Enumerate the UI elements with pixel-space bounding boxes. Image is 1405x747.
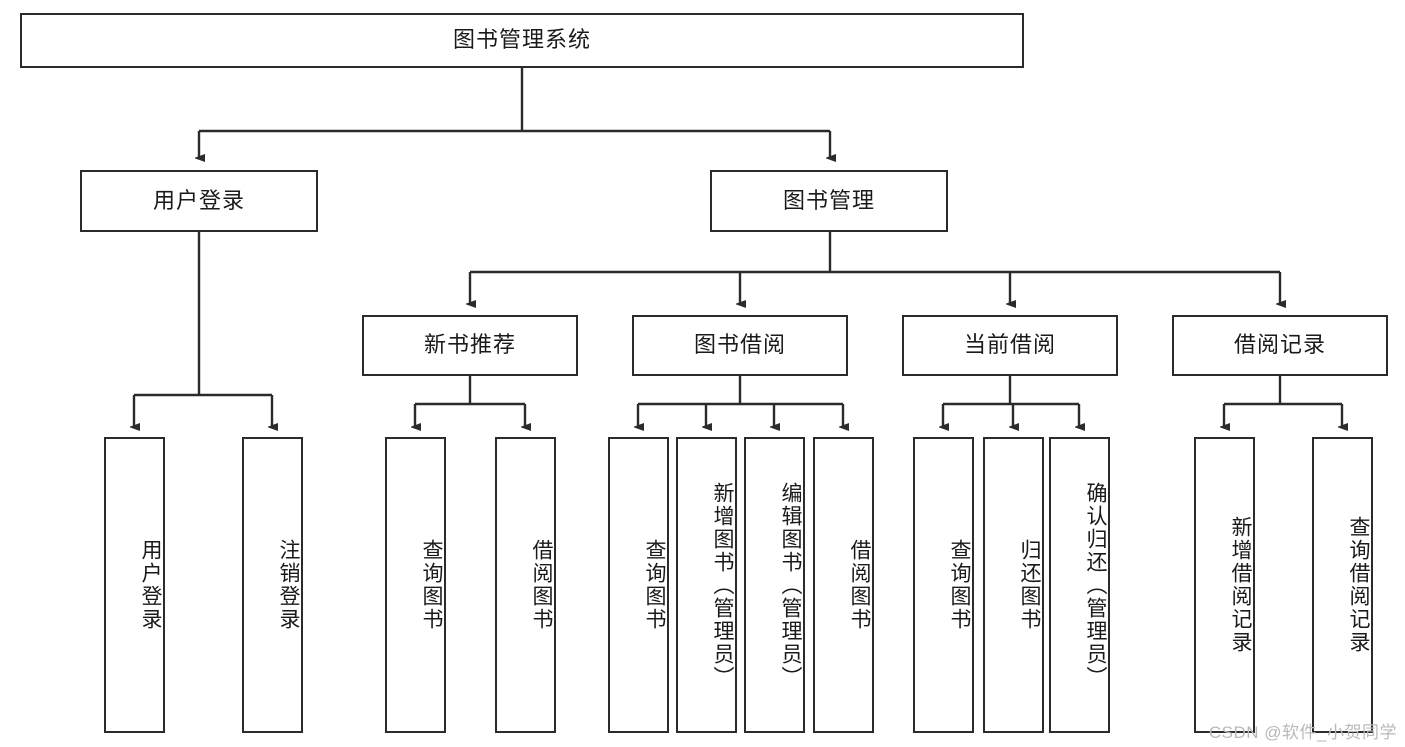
node-user-login[interactable]: 用户登录 bbox=[80, 170, 318, 232]
node-label: 确认归还（管理员） bbox=[1084, 481, 1107, 689]
node-label: 新增借阅记录 bbox=[1229, 516, 1252, 654]
node-leaf-borrow-book-2[interactable]: 借阅图书 bbox=[813, 437, 874, 733]
node-label: 图书管理 bbox=[782, 187, 875, 213]
node-label: 用户登录 bbox=[139, 539, 162, 631]
node-root-system[interactable]: 图书管理系统 bbox=[20, 13, 1024, 68]
node-label: 归还图书 bbox=[1018, 539, 1041, 631]
node-label: 注销登录 bbox=[277, 539, 300, 631]
node-label: 新增图书（管理员） bbox=[711, 481, 734, 689]
node-leaf-user-login[interactable]: 用户登录 bbox=[104, 437, 165, 733]
node-label: 新书推荐 bbox=[423, 332, 516, 358]
node-leaf-add-record[interactable]: 新增借阅记录 bbox=[1194, 437, 1255, 733]
node-leaf-return-book[interactable]: 归还图书 bbox=[983, 437, 1044, 733]
node-label: 图书管理系统 bbox=[452, 27, 591, 53]
node-label: 借阅图书 bbox=[530, 539, 553, 631]
node-label: 编辑图书（管理员） bbox=[779, 481, 802, 689]
node-label: 查询图书 bbox=[420, 539, 443, 631]
node-book-management[interactable]: 图书管理 bbox=[710, 170, 948, 232]
node-label: 查询借阅记录 bbox=[1347, 516, 1370, 654]
node-leaf-query-record[interactable]: 查询借阅记录 bbox=[1312, 437, 1373, 733]
node-leaf-query-book-3[interactable]: 查询图书 bbox=[913, 437, 974, 733]
node-book-borrow[interactable]: 图书借阅 bbox=[632, 315, 848, 376]
node-new-book-recommend[interactable]: 新书推荐 bbox=[362, 315, 578, 376]
node-leaf-query-book-2[interactable]: 查询图书 bbox=[608, 437, 669, 733]
node-label: 当前借阅 bbox=[963, 332, 1056, 358]
node-leaf-add-book[interactable]: 新增图书（管理员） bbox=[676, 437, 737, 733]
node-label: 用户登录 bbox=[152, 187, 245, 213]
node-leaf-user-logout[interactable]: 注销登录 bbox=[242, 437, 303, 733]
node-label: 借阅记录 bbox=[1233, 332, 1326, 358]
node-label: 借阅图书 bbox=[848, 539, 871, 631]
node-leaf-query-book-1[interactable]: 查询图书 bbox=[385, 437, 446, 733]
node-label: 图书借阅 bbox=[693, 332, 786, 358]
node-leaf-borrow-book-1[interactable]: 借阅图书 bbox=[495, 437, 556, 733]
node-current-borrow[interactable]: 当前借阅 bbox=[902, 315, 1118, 376]
node-leaf-edit-book[interactable]: 编辑图书（管理员） bbox=[744, 437, 805, 733]
watermark-text: CSDN @软件_小贺同学 bbox=[1208, 723, 1397, 742]
node-borrow-record[interactable]: 借阅记录 bbox=[1172, 315, 1388, 376]
node-leaf-confirm-return[interactable]: 确认归还（管理员） bbox=[1049, 437, 1110, 733]
node-label: 查询图书 bbox=[643, 539, 666, 631]
node-label: 查询图书 bbox=[948, 539, 971, 631]
